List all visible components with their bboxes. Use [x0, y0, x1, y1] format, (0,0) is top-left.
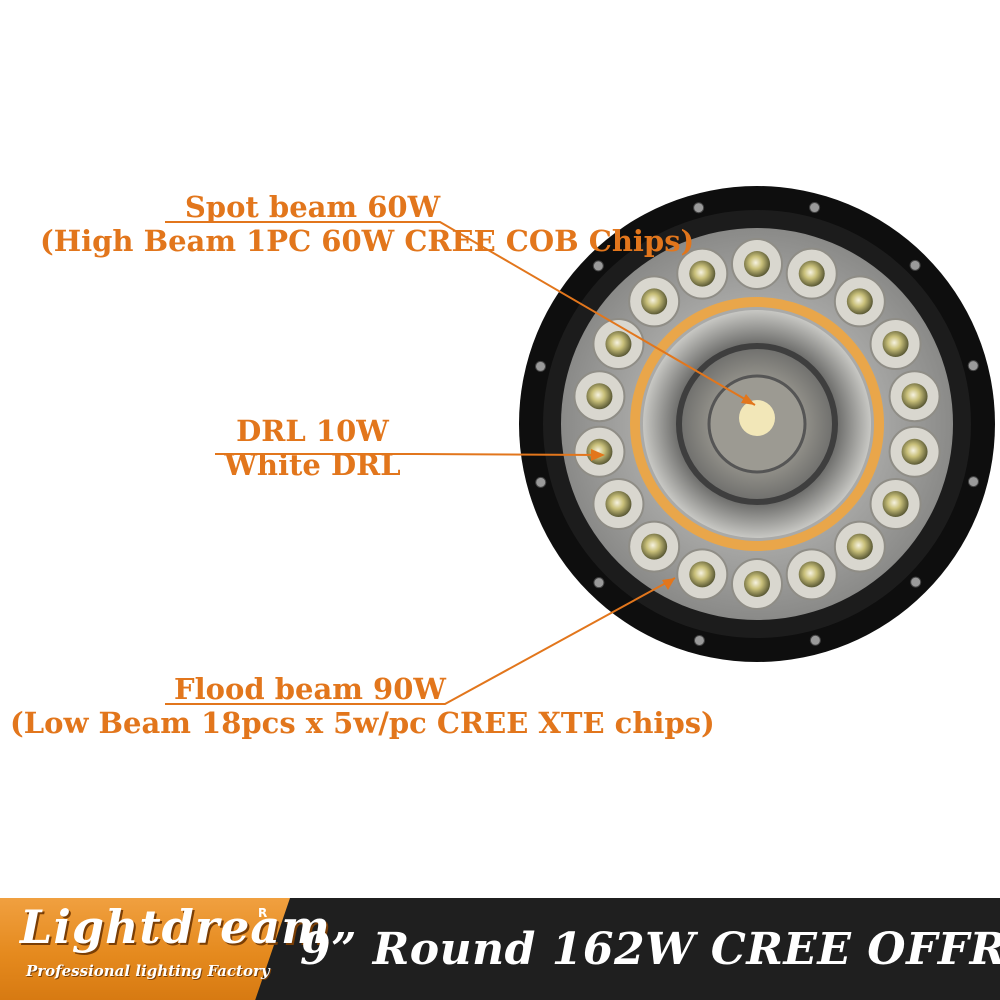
- led-chip: [901, 438, 928, 465]
- led-chip: [641, 288, 668, 315]
- led-chip: [689, 260, 716, 287]
- drl-callout-line: [215, 453, 601, 456]
- spot-arrowhead: [741, 394, 755, 405]
- drl-detail: White DRL: [224, 448, 401, 482]
- screw: [910, 576, 922, 588]
- flood-beam-callout: Flood beam 90W (Low Beam 18pcs x 5w/pc C…: [10, 672, 715, 740]
- brand-logo: Lightdream: [20, 900, 331, 954]
- brand-logo-panel: [0, 898, 290, 1000]
- led-chip: [846, 533, 873, 560]
- flood-callout-line: [165, 577, 676, 705]
- flood-beam-title: Flood beam 90W: [174, 672, 446, 706]
- led-chip: [846, 288, 873, 315]
- flood-beam-detail: (Low Beam 18pcs x 5w/pc CREE XTE chips): [10, 706, 715, 740]
- screw: [535, 476, 547, 488]
- screw: [909, 259, 921, 271]
- lens-inner-ring: [676, 343, 838, 505]
- drl-title: DRL 10W: [236, 414, 389, 448]
- spot-beam-detail: (High Beam 1PC 60W CREE COB Chips): [40, 224, 695, 258]
- cob-chip: [739, 400, 775, 436]
- led-chip: [882, 491, 909, 517]
- led-chip: [901, 383, 928, 410]
- led-chip: [605, 331, 632, 357]
- led-chip: [798, 260, 825, 287]
- product-title: 9” Round 162W CREE OFFROAD: [300, 924, 1000, 975]
- drl-arrowhead: [591, 449, 605, 461]
- led-chip: [586, 438, 613, 465]
- drl-halo-ring: [630, 297, 884, 551]
- screw: [592, 260, 604, 272]
- registered-mark: R: [258, 906, 268, 920]
- screw: [809, 202, 821, 214]
- led-chip: [641, 533, 668, 560]
- led-chip: [744, 571, 770, 597]
- flood-led-ring: [573, 238, 941, 610]
- led-chip: [882, 331, 909, 357]
- spot-beam-callout: Spot beam 60W (High Beam 1PC 60W CREE CO…: [40, 190, 695, 258]
- screw: [967, 360, 979, 372]
- flood-arrowhead: [662, 578, 675, 590]
- screw: [967, 476, 979, 488]
- screw: [809, 634, 821, 646]
- drl-callout: DRL 10W White DRL: [180, 414, 445, 482]
- spot-callout-line: [165, 221, 756, 406]
- screw: [693, 634, 705, 646]
- led-headlight-illustration: [165, 186, 995, 705]
- led-chip: [744, 251, 770, 277]
- screw: [693, 202, 705, 214]
- led-chip: [605, 491, 632, 517]
- led-chip: [798, 561, 825, 588]
- led-chip: [689, 561, 716, 588]
- brand-tagline: Professional lighting Factory: [26, 962, 270, 980]
- spot-beam-title: Spot beam 60W: [184, 190, 441, 224]
- housing-screws: [535, 202, 979, 646]
- screw: [535, 360, 547, 372]
- screw: [593, 577, 605, 589]
- led-chip: [586, 383, 613, 410]
